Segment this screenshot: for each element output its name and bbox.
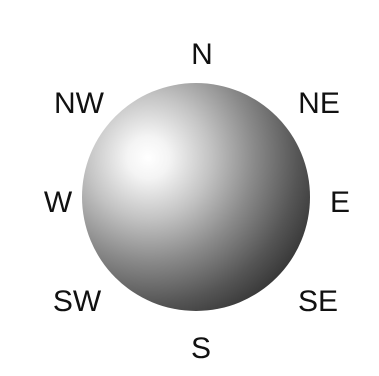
label-northeast: NE [298,89,340,119]
label-south: S [191,334,211,364]
label-southwest: SW [53,287,101,317]
label-east: E [330,188,350,218]
label-north: N [191,40,213,70]
sphere [82,83,310,311]
label-west: W [44,188,72,218]
label-southeast: SE [298,287,338,317]
label-northwest: NW [54,89,104,119]
